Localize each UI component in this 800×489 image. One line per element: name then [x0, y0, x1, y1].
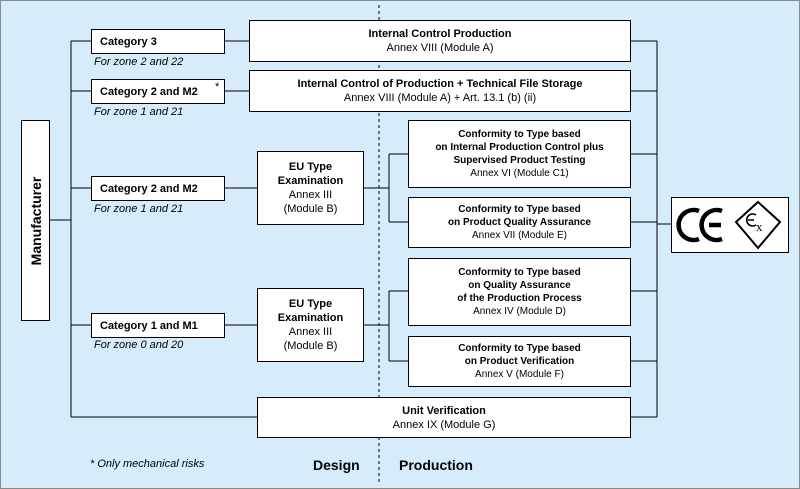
module-line: on Quality Assurance [468, 280, 571, 291]
manufacturer-label: Manufacturer [27, 176, 44, 265]
production-phase-label: Production [399, 457, 473, 473]
ce-ex-icon: x [676, 200, 782, 250]
footnote: * Only mechanical risks [90, 458, 205, 470]
zone-note: For zone 1 and 21 [94, 106, 184, 118]
module-line: on Internal Production Control plus [435, 142, 604, 153]
eu-type-examination-box: EU Type Examination Annex III (Module B) [257, 151, 364, 225]
procedure-title: Unit Verification [402, 404, 486, 417]
procedure-annex: Annex IV (Module D) [473, 306, 566, 317]
module-line: Conformity to Type based [458, 343, 581, 354]
procedure-title: Internal Control of Production + Technic… [297, 78, 583, 90]
category-label: Category 2 and M2 [100, 85, 198, 98]
procedure-title: Internal Control Production [368, 28, 512, 40]
procedure-module: (Module B) [283, 203, 338, 215]
eu-type-line: EU Type [288, 298, 333, 310]
category-label: Category 3 [100, 35, 157, 48]
procedure-annex: Annex VI (Module C1) [470, 168, 569, 179]
zone-note: For zone 1 and 21 [94, 203, 184, 215]
svg-text:x: x [756, 219, 763, 234]
asterisk-mark: * [215, 81, 220, 93]
module-line: Conformity to Type based [458, 129, 581, 140]
category-2-m2-box: Category 2 and M2 [91, 79, 225, 104]
category-3-box: Category 3 [91, 29, 225, 54]
eu-type-line: Examination [277, 312, 344, 324]
module-line: Conformity to Type based [458, 204, 581, 215]
design-phase-label: Design [313, 457, 360, 473]
module-f-box: Conformity to Type based on Product Veri… [408, 336, 631, 387]
category-label: Category 1 and M1 [100, 319, 198, 332]
category-label: Category 2 and M2 [100, 182, 198, 195]
internal-control-production-box: Internal Control Production Annex VIII (… [249, 20, 631, 62]
category-1-m1-box: Category 1 and M1 [91, 313, 225, 338]
eu-type-line: EU Type [288, 161, 333, 173]
module-d-box: Conformity to Type based on Quality Assu… [408, 258, 631, 326]
module-line: of the Production Process [457, 293, 582, 304]
eu-type-line: Examination [277, 175, 344, 187]
module-line: on Product Verification [464, 356, 575, 367]
module-e-box: Conformity to Type based on Product Qual… [408, 197, 631, 248]
zone-note: For zone 2 and 22 [94, 56, 184, 68]
procedure-annex: Annex VII (Module E) [471, 230, 568, 241]
procedure-annex: Annex III [288, 189, 333, 201]
eu-type-examination-box: EU Type Examination Annex III (Module B) [257, 288, 364, 362]
procedure-annex: Annex VIII (Module A) [386, 42, 494, 54]
ce-ex-marks: x [671, 197, 789, 253]
category-2-m2-box: Category 2 and M2 [91, 176, 225, 201]
internal-control-tech-file-box: Internal Control of Production + Technic… [249, 70, 631, 112]
zone-note: For zone 0 and 20 [94, 339, 184, 351]
module-c1-box: Conformity to Type based on Internal Pro… [408, 120, 631, 188]
procedure-annex: Annex V (Module F) [475, 369, 564, 380]
procedure-annex: Annex III [288, 326, 333, 338]
manufacturer-box: Manufacturer [21, 120, 50, 321]
module-line: Conformity to Type based [458, 267, 581, 278]
unit-verification-box: Unit Verification Annex IX (Module G) [257, 397, 631, 438]
procedure-annex: Annex IX (Module G) [392, 418, 496, 431]
module-line: on Product Quality Assurance [448, 217, 591, 228]
procedure-module: (Module B) [283, 340, 338, 352]
module-line: Supervised Product Testing [453, 155, 586, 166]
procedure-annex: Annex VIII (Module A) + Art. 13.1 (b) (i… [343, 92, 537, 104]
